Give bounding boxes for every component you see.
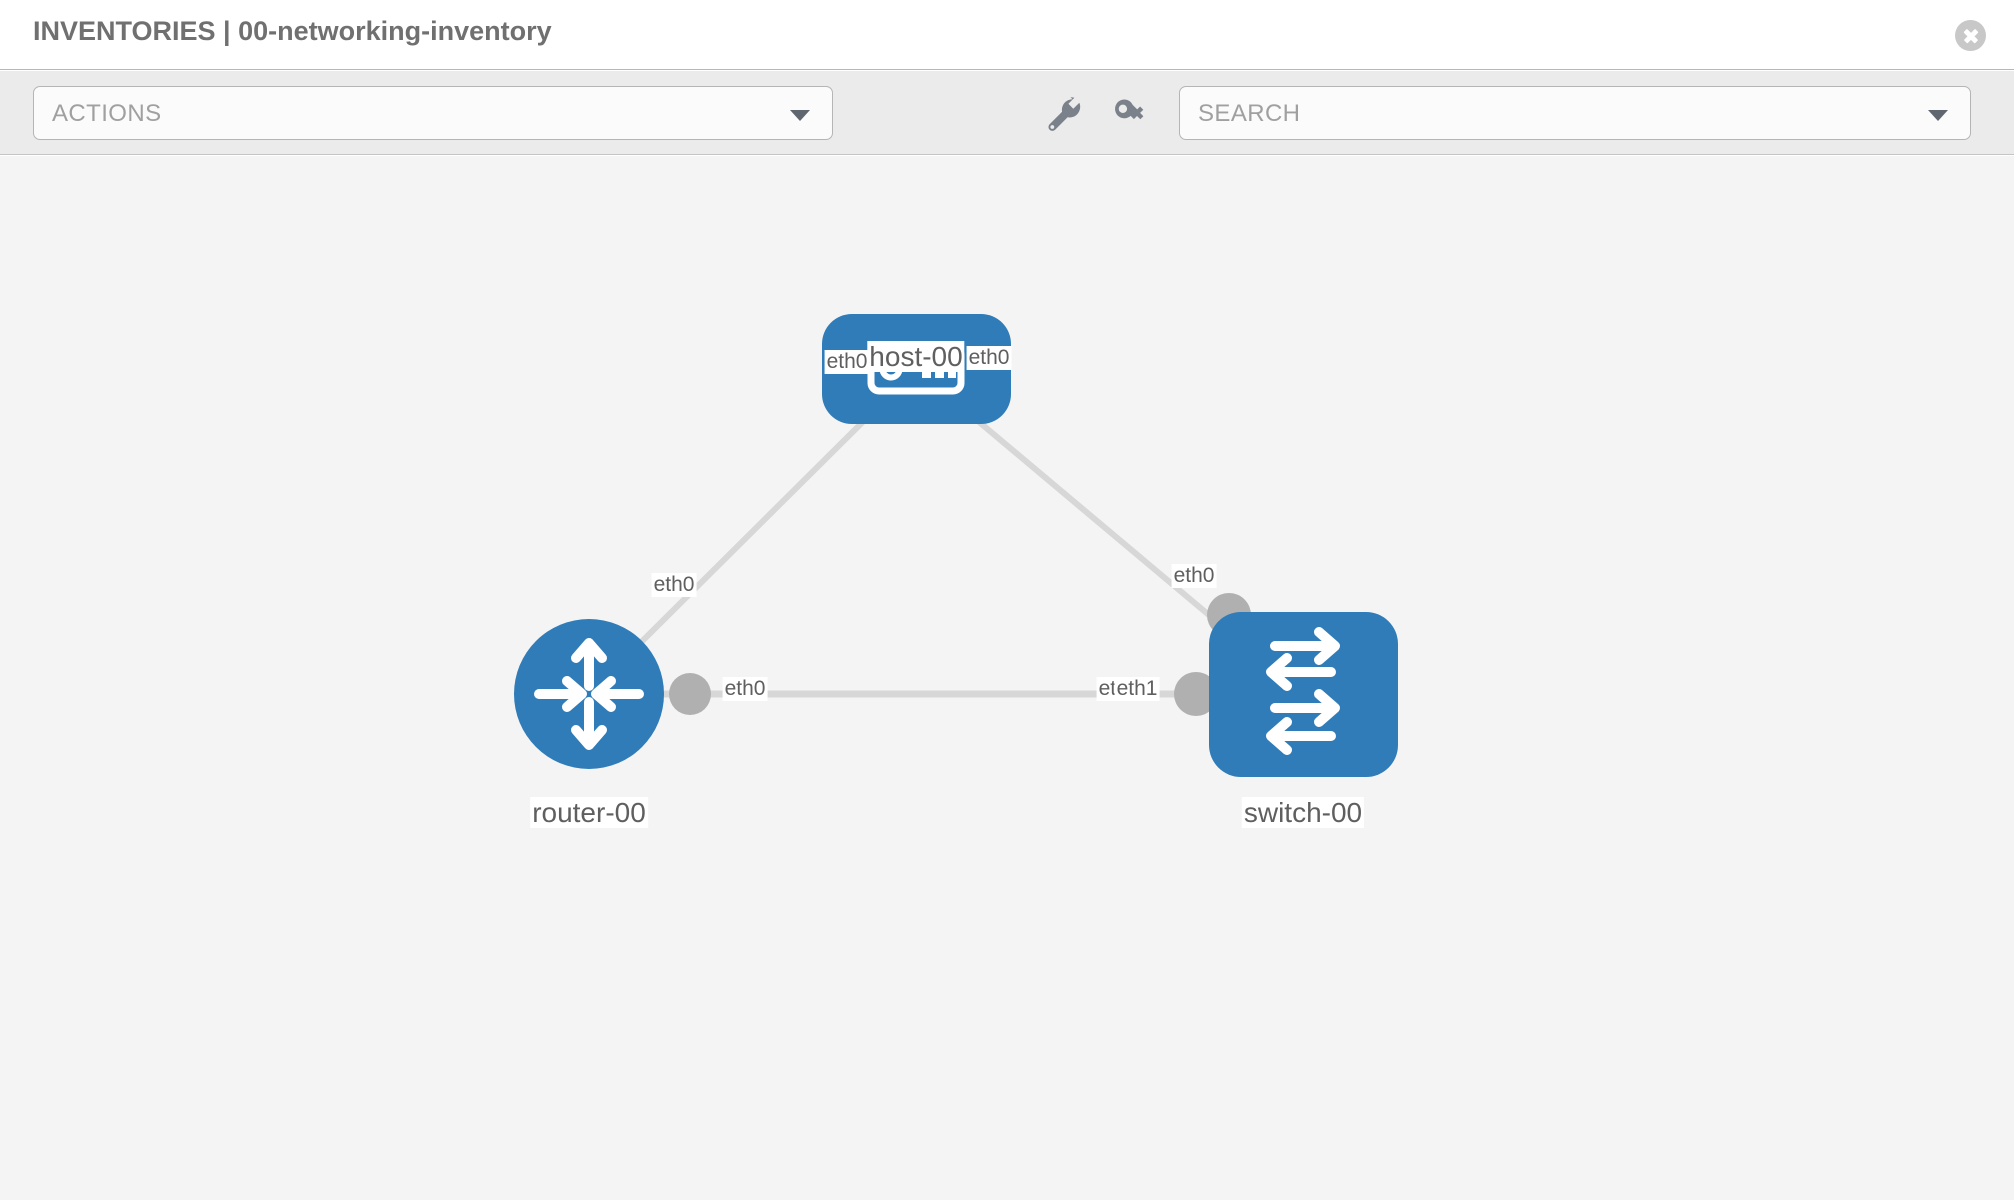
topology-graph (514, 314, 1398, 777)
close-icon[interactable] (1955, 20, 1986, 51)
actions-dropdown[interactable]: ACTIONS (33, 86, 833, 140)
interface-dot (669, 673, 711, 715)
node-label-router-00: router-00 (530, 797, 648, 829)
toolbar: ACTIONS SEARCH (0, 71, 2014, 155)
search-placeholder: SEARCH (1198, 100, 1301, 127)
edge-label: eth0 (1171, 564, 1217, 588)
node-router-00 (514, 619, 664, 769)
page-title: INVENTORIES | 00-networking-inventory (33, 16, 552, 46)
topology-canvas[interactable]: eth0 eth0 eth0 eth0 eth0 eth0 eth1 host-… (0, 156, 2014, 1200)
edge-label: eth0 (966, 346, 1012, 370)
edge-label: eth1 (1114, 677, 1160, 701)
actions-dropdown-value: ACTIONS (52, 100, 162, 127)
interface-dot (1174, 672, 1218, 716)
edge-label: eth0 (651, 573, 697, 597)
key-icon[interactable] (1108, 93, 1152, 137)
chevron-down-icon (1928, 110, 1948, 121)
wrench-icon[interactable] (1041, 93, 1085, 137)
node-label-host-00: host-00 (867, 341, 965, 373)
node-label-switch-00: switch-00 (1241, 797, 1365, 829)
edge-label: eth0 (722, 677, 768, 701)
search-input[interactable]: SEARCH (1179, 86, 1971, 140)
edge-label: eth0 (824, 350, 870, 374)
node-switch-00 (1209, 612, 1398, 777)
page-header: INVENTORIES | 00-networking-inventory (0, 0, 2014, 70)
chevron-down-icon (790, 110, 810, 121)
